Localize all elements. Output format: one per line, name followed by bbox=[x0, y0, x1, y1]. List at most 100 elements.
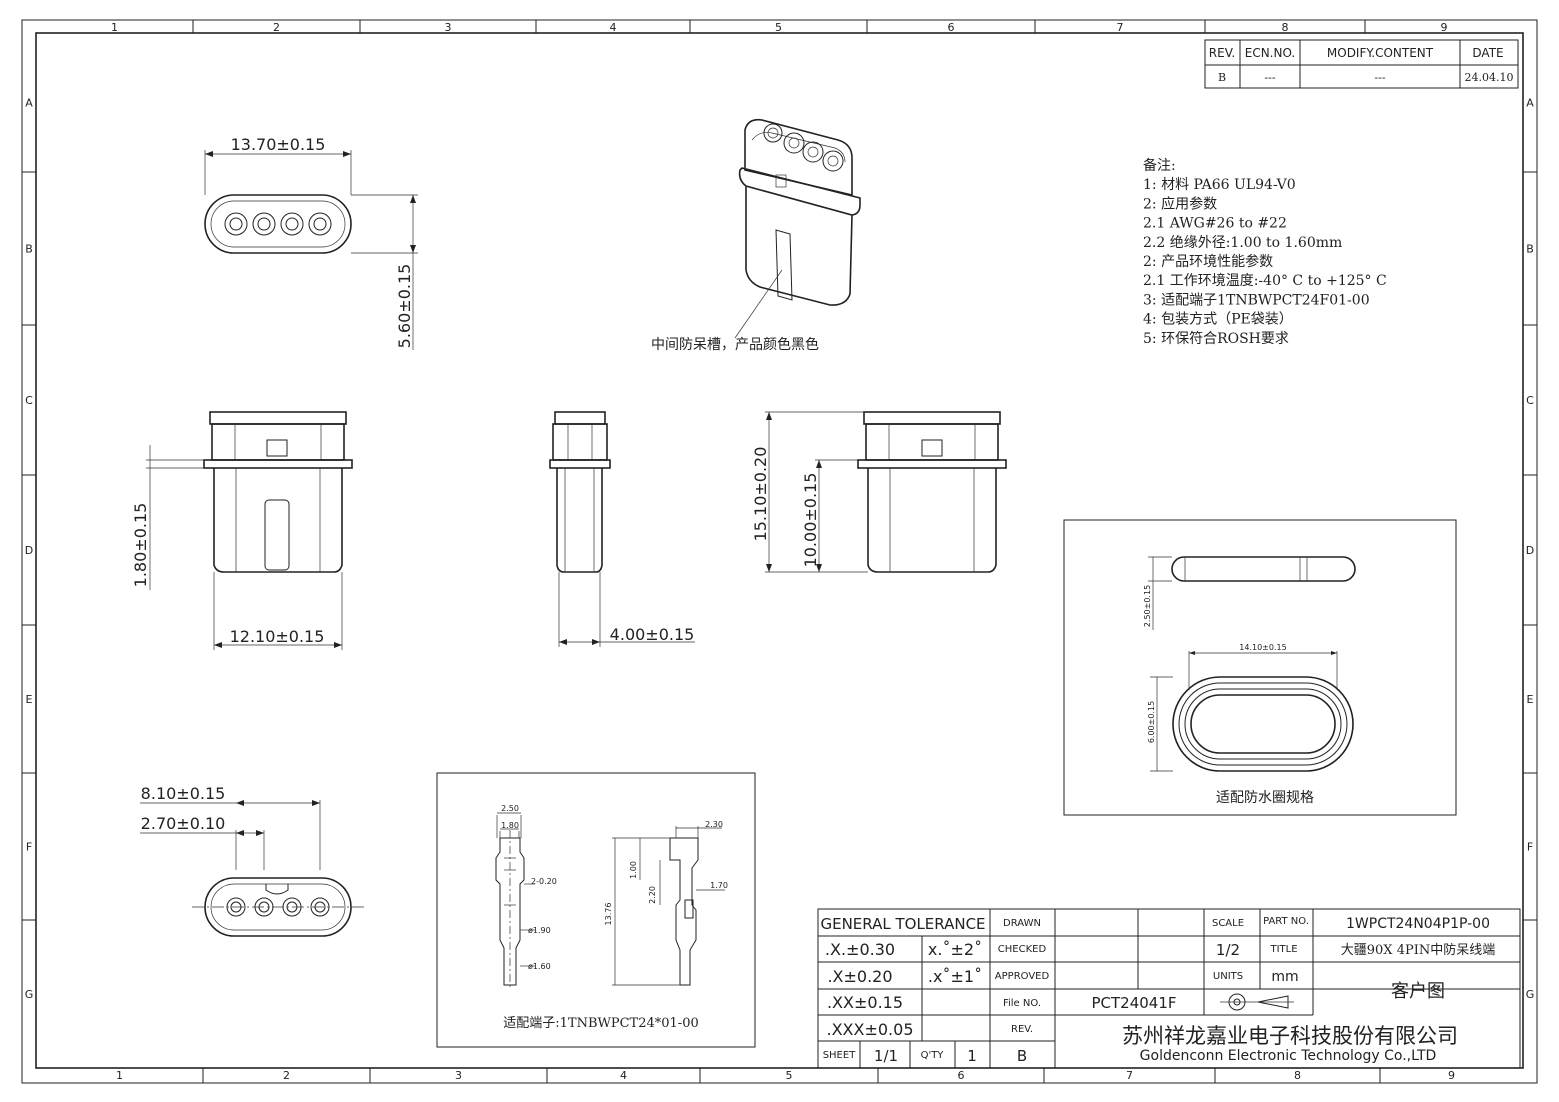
rev-value-box: B bbox=[1017, 1047, 1027, 1065]
col-label-bottom: 7 bbox=[1126, 1069, 1133, 1082]
checked-label: CHECKED bbox=[998, 944, 1047, 955]
company-cn: 苏州祥龙嘉业电子科技股份有限公司 bbox=[1122, 1024, 1458, 1048]
note-line: 2: 应用参数 bbox=[1143, 195, 1217, 212]
title-block bbox=[817, 908, 1521, 1069]
note-line: 4: 包装方式（PE袋装） bbox=[1143, 312, 1293, 328]
tol-row-0-a: .X.±0.30 bbox=[825, 940, 895, 959]
note-line: 5: 环保符合ROSH要求 bbox=[1143, 331, 1289, 347]
row-label-left: A bbox=[25, 97, 33, 110]
row-label-left: E bbox=[26, 693, 33, 706]
part-no-label: PART NO. bbox=[1263, 916, 1309, 927]
dim-side-width: 4.00±0.15 bbox=[610, 625, 695, 644]
right-view bbox=[765, 411, 1007, 573]
term-dim-3: ø1.90 bbox=[528, 926, 551, 935]
col-label-bottom: 2 bbox=[283, 1069, 290, 1082]
col-label-bottom: 9 bbox=[1448, 1069, 1455, 1082]
side-view bbox=[549, 411, 695, 647]
dim-front-width: 12.10±0.15 bbox=[230, 627, 325, 646]
dim-bottom-outer: 8.10±0.15 bbox=[141, 784, 226, 803]
term-dim-7: 2.20 bbox=[648, 886, 657, 904]
note-line: 2: 产品环境性能参数 bbox=[1143, 253, 1273, 270]
term-dim-8: 1.70 bbox=[710, 881, 728, 890]
seal-caption: 适配防水圈规格 bbox=[1216, 790, 1314, 806]
col-label-top: 6 bbox=[948, 21, 955, 34]
row-label-right: D bbox=[1526, 544, 1534, 557]
col-label-top: 7 bbox=[1117, 21, 1124, 34]
tol-row-0-b: x.˚±2˚ bbox=[928, 940, 982, 959]
col-label-top: 2 bbox=[273, 21, 280, 34]
isometric-view bbox=[734, 118, 861, 339]
title-label: TITLE bbox=[1269, 944, 1297, 955]
customer-drawing: 客户图 bbox=[1391, 981, 1445, 1002]
term-dim-4: ø1.60 bbox=[528, 962, 551, 971]
scale-value: 1/2 bbox=[1216, 941, 1240, 959]
tol-row-3-a: .XXX±0.05 bbox=[827, 1020, 914, 1039]
ecn-value: --- bbox=[1264, 71, 1275, 84]
row-label-right: C bbox=[1526, 394, 1534, 407]
tol-row-2-a: .XX±0.15 bbox=[827, 993, 903, 1012]
front-view bbox=[146, 411, 353, 650]
modify-header: MODIFY.CONTENT bbox=[1327, 46, 1434, 60]
date-header: DATE bbox=[1472, 46, 1503, 60]
col-label-bottom: 6 bbox=[958, 1069, 965, 1082]
note-line: 备注: bbox=[1143, 157, 1176, 174]
rev-label: REV. bbox=[1011, 1024, 1033, 1035]
col-label-bottom: 5 bbox=[786, 1069, 793, 1082]
col-label-top: 9 bbox=[1441, 21, 1448, 34]
modify-value: --- bbox=[1374, 71, 1385, 84]
sheet-label: SHEET bbox=[823, 1050, 857, 1061]
col-label-top: 5 bbox=[775, 21, 782, 34]
row-label-left: D bbox=[25, 544, 33, 557]
col-label-top: 8 bbox=[1282, 21, 1289, 34]
tolerance-title: GENERAL TOLERANCE bbox=[820, 915, 985, 933]
dim-front-flange: 1.80±0.15 bbox=[131, 503, 150, 588]
part-no-value: 1WPCT24N04P1P-00 bbox=[1346, 916, 1490, 932]
dim-top-height: 5.60±0.15 bbox=[395, 264, 414, 349]
col-label-top: 4 bbox=[610, 21, 617, 34]
company-en: Goldenconn Electronic Technology Co.,LTD bbox=[1140, 1048, 1437, 1064]
file-no-value: PCT24041F bbox=[1091, 994, 1176, 1012]
row-label-left: B bbox=[25, 243, 33, 256]
units-value: mm bbox=[1271, 969, 1298, 985]
note-line: 2.1 工作环境温度:-40° C to +125° C bbox=[1143, 273, 1387, 289]
iso-caption: 中间防呆槽，产品颜色黑色 bbox=[651, 336, 819, 353]
col-label-bottom: 4 bbox=[620, 1069, 627, 1082]
ecn-header: ECN.NO. bbox=[1245, 46, 1296, 60]
col-label-bottom: 8 bbox=[1294, 1069, 1301, 1082]
terminal-box bbox=[436, 772, 756, 1048]
notes-block: 备注:1: 材料 PA66 UL94-V02: 应用参数 2.1 AWG#26 … bbox=[1143, 157, 1387, 347]
note-line: 2.2 绝缘外径:1.00 to 1.60mm bbox=[1143, 235, 1342, 251]
row-label-right: A bbox=[1526, 97, 1534, 110]
date-value: 24.04.10 bbox=[1465, 71, 1514, 84]
approved-label: APPROVED bbox=[995, 971, 1050, 982]
dim-right-total: 15.10±0.20 bbox=[751, 447, 770, 542]
term-dim-0: 2.50 bbox=[501, 804, 519, 813]
col-label-bottom: 1 bbox=[116, 1069, 123, 1082]
rev-value: B bbox=[1218, 71, 1226, 84]
file-no-label: File NO. bbox=[1003, 998, 1041, 1009]
note-line: 2.1 AWG#26 to #22 bbox=[1143, 216, 1287, 232]
row-label-right: B bbox=[1526, 243, 1534, 256]
sheet-value: 1/1 bbox=[874, 1047, 898, 1065]
dim-right-body: 10.00±0.15 bbox=[801, 473, 820, 568]
dim-bottom-pitch: 2.70±0.10 bbox=[141, 814, 226, 833]
revision-table: REV. ECN.NO. MODIFY.CONTENT DATE B --- -… bbox=[1204, 39, 1519, 89]
term-dim-2: 2-0.20 bbox=[531, 877, 557, 886]
row-label-left: F bbox=[26, 841, 32, 854]
tol-row-1-b: .x˚±1˚ bbox=[928, 967, 982, 986]
row-label-left: C bbox=[25, 394, 33, 407]
term-dim-5: 2.30 bbox=[705, 820, 723, 829]
drawn-label: DRAWN bbox=[1003, 918, 1041, 929]
seal-width: 14.10±0.15 bbox=[1239, 643, 1286, 652]
term-dim-6: 1.00 bbox=[629, 861, 638, 879]
seal-height: 6.00±0.15 bbox=[1147, 701, 1156, 743]
row-label-left: G bbox=[25, 988, 34, 1001]
row-label-right: G bbox=[1526, 988, 1535, 1001]
top-view bbox=[204, 150, 418, 350]
units-label: UNITS bbox=[1213, 971, 1243, 982]
row-label-right: E bbox=[1527, 693, 1534, 706]
col-label-top: 1 bbox=[111, 21, 118, 34]
row-label-right: F bbox=[1527, 841, 1533, 854]
